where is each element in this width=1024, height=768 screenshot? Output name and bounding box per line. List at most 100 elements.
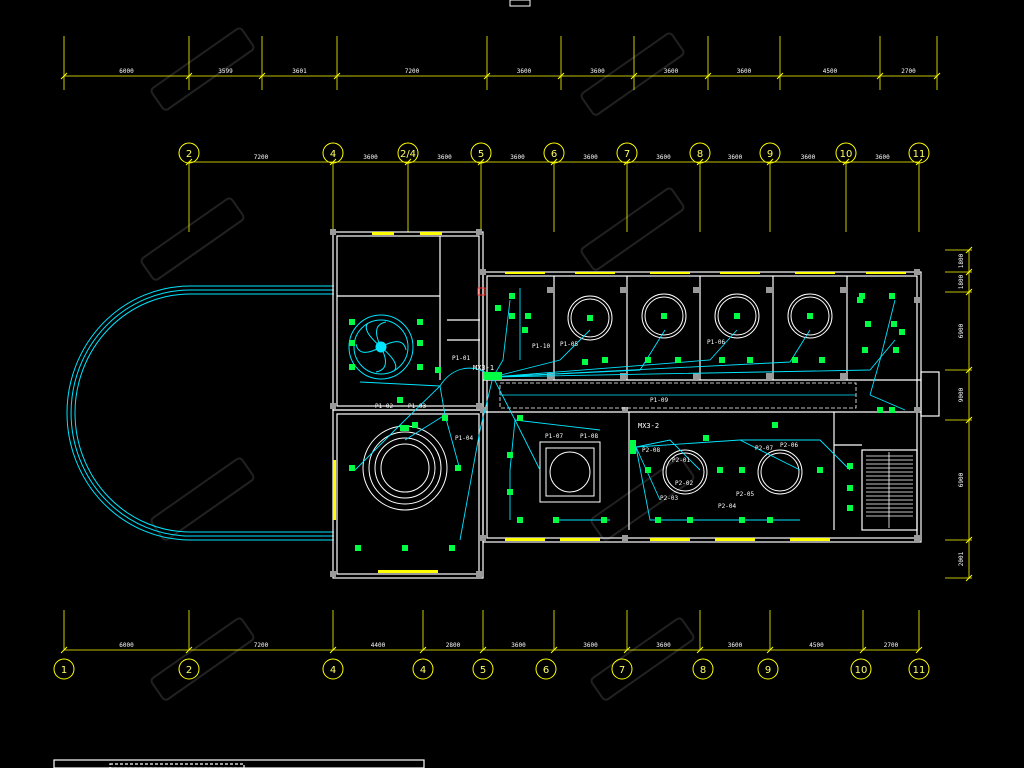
dimension-value: 4500 xyxy=(823,68,838,75)
column xyxy=(330,403,336,409)
electrical-device xyxy=(582,359,588,365)
electrical-device xyxy=(703,435,709,441)
dimension-value: 3600 xyxy=(728,642,743,649)
wire-run xyxy=(444,414,461,471)
grid-label: 10 xyxy=(840,149,853,160)
electrical-device xyxy=(509,313,515,319)
grid-label: 2 xyxy=(186,149,192,160)
electrical-device xyxy=(655,517,661,523)
column xyxy=(622,407,628,413)
dimension-value: 3600 xyxy=(656,154,671,161)
wire-run xyxy=(635,446,661,501)
grid-label: 9 xyxy=(767,149,773,160)
electrical-device xyxy=(889,293,895,299)
dimension-value: 3600 xyxy=(510,154,525,161)
electrical-device xyxy=(807,313,813,319)
dimension-arrow xyxy=(696,158,704,166)
wire-run xyxy=(492,299,511,378)
dimension-arrow xyxy=(185,158,193,166)
dimension-value: 3599 xyxy=(218,68,233,75)
dimension-arrow xyxy=(859,646,867,654)
wire-run xyxy=(492,376,541,471)
circuit-label: P1-02 xyxy=(375,403,393,410)
column xyxy=(480,407,486,413)
dimension-arrow xyxy=(329,646,337,654)
circuit-label: P2-06 xyxy=(780,442,798,449)
circuit-label: P2-02 xyxy=(675,480,693,487)
dimension-value: 3600 xyxy=(517,68,532,75)
grid-bubble xyxy=(908,658,930,680)
electrical-device xyxy=(449,545,455,551)
wiring xyxy=(354,288,906,541)
column xyxy=(693,287,699,293)
curved-terrace xyxy=(66,285,334,541)
grid-label: 4 xyxy=(420,665,426,676)
dimension-arrow xyxy=(915,158,923,166)
wire-run xyxy=(635,439,801,471)
dimension-arrow xyxy=(965,288,973,296)
dimension-arrow xyxy=(630,72,638,80)
column xyxy=(480,535,486,541)
panel-label: MX3-1 xyxy=(473,364,494,372)
dimension-arrow xyxy=(776,72,784,80)
electrical-device xyxy=(417,364,423,370)
dimension-arrow xyxy=(60,646,68,654)
electrical-device xyxy=(349,465,355,471)
electrical-device xyxy=(601,517,607,523)
column xyxy=(914,269,920,275)
wire-run xyxy=(492,339,896,378)
grid-label: 6 xyxy=(551,149,557,160)
dimension-value: 6000 xyxy=(119,68,134,75)
dimension-value: 1800 xyxy=(958,253,965,268)
electrical-device xyxy=(509,293,515,299)
grid-label: 1 xyxy=(61,665,67,676)
electrical-device xyxy=(645,467,651,473)
dimension-value: 3600 xyxy=(656,642,671,649)
dimension-arrow xyxy=(185,646,193,654)
electrical-device xyxy=(553,517,559,523)
grid-bubble xyxy=(397,142,419,164)
grid-bubble xyxy=(322,658,344,680)
dimension-arrow xyxy=(329,158,337,166)
dimension-value: 3600 xyxy=(728,154,743,161)
grid-bubble xyxy=(53,658,75,680)
dimension-arrow xyxy=(483,72,491,80)
dimension-arrow xyxy=(477,158,485,166)
grid-label: 7 xyxy=(619,665,625,676)
grid-label: 4 xyxy=(330,665,336,676)
electrical-device xyxy=(847,485,853,491)
electrical-device xyxy=(349,364,355,370)
electrical-device xyxy=(602,357,608,363)
electrical-device xyxy=(893,347,899,353)
dimension-value: 2700 xyxy=(884,642,899,649)
electrical-device xyxy=(792,357,798,363)
dimension-arrow xyxy=(876,72,884,80)
electrical-device xyxy=(899,329,905,335)
electrical-device xyxy=(507,489,513,495)
electrical-device xyxy=(891,321,897,327)
dimension-arrow xyxy=(766,158,774,166)
junction-box xyxy=(477,287,486,296)
dimension-value: 6000 xyxy=(119,642,134,649)
circuit-label: P1-03 xyxy=(408,403,426,410)
dimension-arrow xyxy=(333,72,341,80)
dimension-value: 1800 xyxy=(958,274,965,289)
column xyxy=(840,373,846,379)
electrical-device xyxy=(675,357,681,363)
electrical-device xyxy=(717,467,723,473)
dimension-arrow xyxy=(696,646,704,654)
electrical-device xyxy=(522,327,528,333)
grid-bubble xyxy=(472,658,494,680)
electrical-device xyxy=(507,452,513,458)
dimension-value: 3600 xyxy=(590,68,605,75)
grid-bubble xyxy=(535,658,557,680)
dimension-arrow xyxy=(766,646,774,654)
grid-label: 10 xyxy=(855,665,868,676)
electrical-device xyxy=(817,467,823,473)
electrical-device xyxy=(397,397,403,403)
electrical-device xyxy=(402,545,408,551)
